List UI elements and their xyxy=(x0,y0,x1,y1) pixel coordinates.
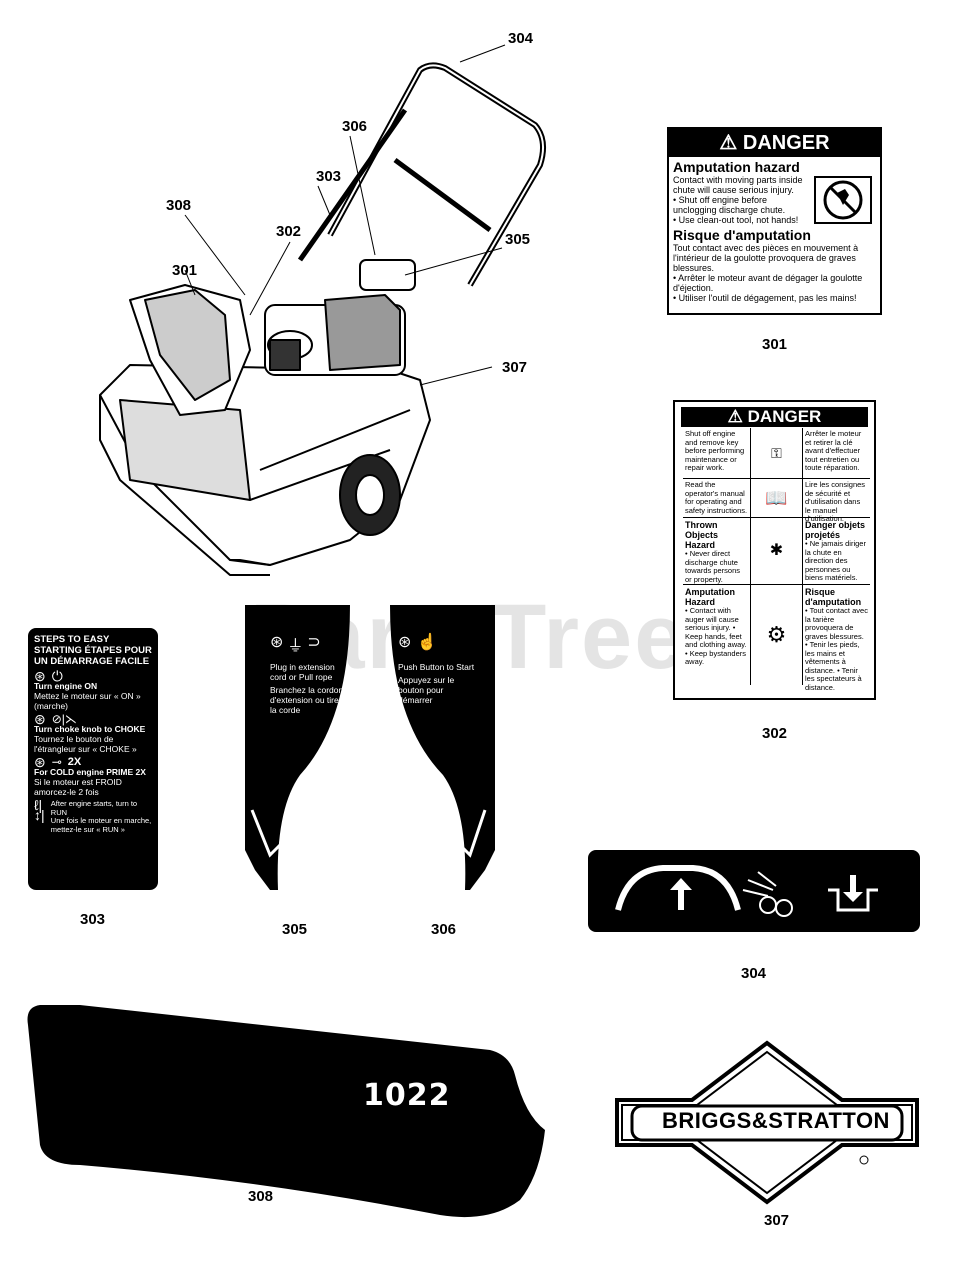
push-button-icon: ☝ xyxy=(417,634,438,651)
bullet1-fr: • Arrêter le moteur avant de dégager la … xyxy=(673,273,863,293)
body-fr: Tout contact avec des pièces en mouvemen… xyxy=(673,243,859,273)
thrown-objects-icon: ✱ xyxy=(769,541,784,559)
r1-en: Shut off engine and remove key before pe… xyxy=(683,428,751,478)
step1: Turn engine ON xyxy=(34,681,98,691)
step1-fr: Mettez le moteur sur « ON » (marche) xyxy=(34,691,141,711)
callout-302: 302 xyxy=(276,223,302,240)
part-number-306: 306 xyxy=(431,921,457,938)
callout-305: 305 xyxy=(505,231,531,248)
part-number-301: 301 xyxy=(762,336,788,353)
callout-304: 304 xyxy=(508,30,534,47)
body-en: Contact with moving parts inside chute w… xyxy=(673,175,803,195)
key-removal-icon: ⚿ xyxy=(771,444,782,461)
r4-en: • Contact with auger will cause serious … xyxy=(685,606,747,666)
r2-en: Read the operator's manual for operating… xyxy=(683,479,751,517)
step2: Turn choke knob to CHOKE xyxy=(34,724,146,734)
engine-icon: ⊛ xyxy=(34,754,46,770)
callout-306: 306 xyxy=(342,118,368,135)
auger-hazard-icon: ⚙ xyxy=(766,621,787,647)
engine-icon: ⊛ xyxy=(398,634,412,651)
title-fr: Risque d'amputation xyxy=(673,227,811,243)
bullet2-fr: • Utiliser l'outil de dégagement, pas le… xyxy=(673,293,857,303)
r4-title-fr: Risque d'amputation xyxy=(805,587,862,607)
step3: For COLD engine PRIME 2X xyxy=(34,767,146,777)
danger-header: ⚠ DANGER xyxy=(681,407,868,427)
manual-book-icon: 📖 xyxy=(765,487,788,508)
choke-icon: ⊘|⋋ xyxy=(51,712,77,726)
label304-icons xyxy=(615,865,878,917)
label306-en: Push Button to Start xyxy=(398,662,475,672)
callout-307: 307 xyxy=(502,359,528,376)
briggs-logo-307 xyxy=(615,1040,919,1205)
step4-fr: Une fois le moteur en marche, mettez-le … xyxy=(50,816,152,834)
steps-title: STEPS TO EASY STARTING ÉTAPES POUR UN DÉ… xyxy=(34,634,152,667)
no-hands-in-chute-icon xyxy=(814,176,872,224)
decal-shapes-305-306 xyxy=(245,605,495,890)
part-number-304: 304 xyxy=(741,965,767,982)
label305-en: Plug in extension cord or Pull rope xyxy=(270,662,335,682)
warning-icon: ⚠ xyxy=(719,132,738,154)
bullet2-en: • Use clean-out tool, not hands! xyxy=(673,215,799,225)
on-switch-icon: ⏻ xyxy=(51,668,63,684)
r4-fr: • Tout contact avec la tarière provoquer… xyxy=(805,606,868,692)
handle-label-304 xyxy=(588,850,920,932)
danger-label-302: ⚠ DANGER Shut off engine and remove key … xyxy=(673,400,876,700)
r4-title-en: Amputation Hazard xyxy=(685,587,735,607)
brand-name: BRIGGS&STRATTON xyxy=(662,1108,890,1133)
callout-301: 301 xyxy=(172,262,198,279)
label305-fr: Branchez la cordon d'extension ou tirer … xyxy=(270,685,344,715)
run-icon: ℓ|↕| xyxy=(34,797,45,823)
label305-icons: ⊛ ⏚ ⊃ xyxy=(270,632,321,656)
title-en: Amputation hazard xyxy=(673,159,800,175)
part-number-303: 303 xyxy=(80,911,106,928)
engine-on-icon: ⊛ xyxy=(34,668,46,684)
r2-fr: Lire les consignes de sécurité et d'util… xyxy=(805,480,866,523)
callout-308: 308 xyxy=(166,197,192,214)
danger-label-301: ⚠ DANGER Amputation hazard Contact with … xyxy=(667,127,882,315)
steps-label-303: STEPS TO EASY STARTING ÉTAPES POUR UN DÉ… xyxy=(28,628,158,890)
danger-heading: DANGER xyxy=(742,132,830,154)
r3-title-en: Thrown Objects Hazard xyxy=(685,520,719,550)
danger-heading: DANGER xyxy=(747,407,822,426)
auger-icon xyxy=(742,871,793,917)
pull-rope-icon: ⊃ xyxy=(307,634,321,651)
step2-fr: Tournez le bouton de l'étrangleur sur « … xyxy=(34,734,137,754)
callout-303: 303 xyxy=(316,168,342,185)
label306-text: Push Button to Start Appuyez sur le bout… xyxy=(398,662,478,705)
primer-icon: ⊸ xyxy=(51,755,62,769)
label306-icons: ⊛ ☝ xyxy=(398,632,437,652)
engine-icon: ⊛ xyxy=(270,634,284,651)
side-decal-308 xyxy=(27,1005,545,1218)
label306-fr: Appuyez sur le bouton pour démarrer xyxy=(398,675,455,705)
warning-icon: ⚠ xyxy=(727,407,743,426)
part-number-307: 307 xyxy=(764,1212,790,1229)
r3-fr: • Ne jamais diriger la chute en directio… xyxy=(805,539,866,582)
r1-fr: Arrêter le moteur et retirer la clé avan… xyxy=(805,429,862,472)
part-number-302: 302 xyxy=(762,725,788,742)
part-number-308: 308 xyxy=(248,1188,274,1205)
danger-header: ⚠ DANGER xyxy=(669,129,880,157)
bullet1-en: • Shut off engine before unclogging disc… xyxy=(673,195,786,215)
part-number-305: 305 xyxy=(282,921,308,938)
r3-title-fr: Danger objets projetés xyxy=(805,520,866,540)
model-number: 1022 xyxy=(363,1078,451,1113)
engine-icon: ⊛ xyxy=(34,711,46,727)
step4: After engine starts, turn to RUN xyxy=(50,799,138,817)
step3-fr: Si le moteur est FROID amorcez-le 2 fois xyxy=(34,777,122,797)
r3-en: • Never direct discharge chute towards p… xyxy=(685,549,741,584)
prime-count: 2X xyxy=(67,756,82,768)
plug-icon: ⏚ xyxy=(287,638,304,655)
label305-text: Plug in extension cord or Pull rope Bran… xyxy=(270,662,350,715)
